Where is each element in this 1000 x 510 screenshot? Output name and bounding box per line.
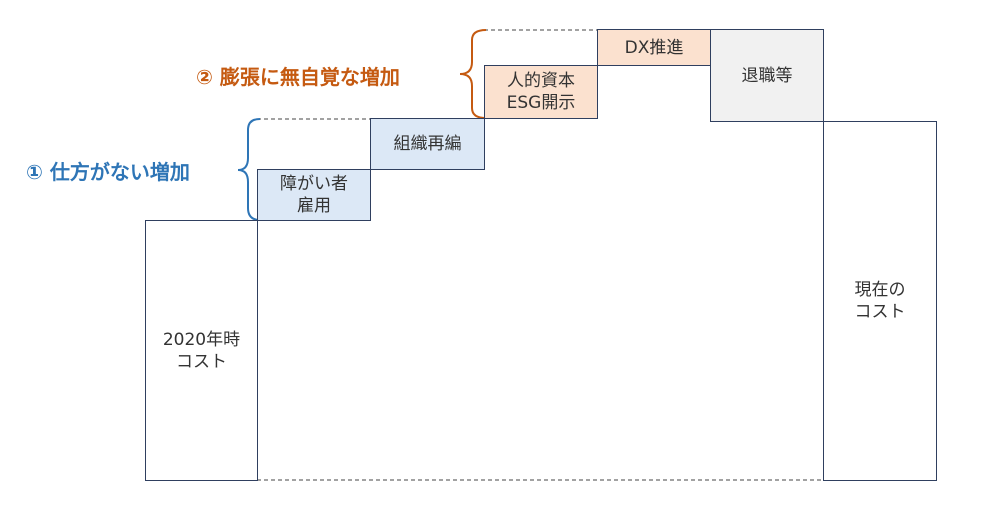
brace-blue xyxy=(237,118,261,221)
box-reorganization: 組織再編 xyxy=(370,118,485,170)
box-dx-promotion: DX推進 xyxy=(597,29,711,66)
brace-orange xyxy=(459,29,487,119)
box-retirement: 退職等 xyxy=(710,29,824,122)
box-2020-cost: 2020年時 コスト xyxy=(145,220,258,481)
box-current-cost: 現在の コスト xyxy=(823,121,937,481)
box-disability-employment: 障がい者 雇用 xyxy=(257,169,371,221)
label-unconscious-increase: ② 膨張に無自覚な増加 xyxy=(196,65,400,89)
label-unavoidable-increase: ① 仕方がない増加 xyxy=(26,160,190,184)
box-human-capital-esg: 人的資本 ESG開示 xyxy=(484,65,598,119)
